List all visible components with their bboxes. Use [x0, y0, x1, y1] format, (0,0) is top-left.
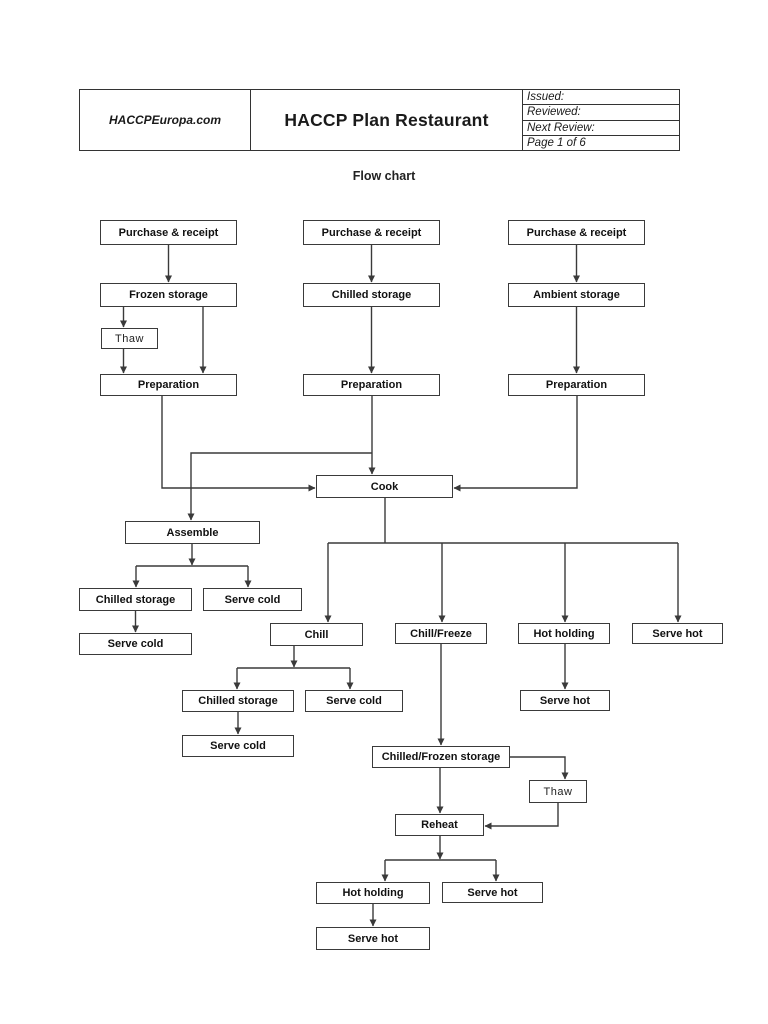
header-meta-page-number: Page 1 of 6 — [527, 136, 586, 149]
flow-node-thaw-2: Thaw — [529, 780, 587, 803]
flow-node-preparation-2: Preparation — [303, 374, 440, 396]
flow-edge-thaw-2-to-reheat — [484, 803, 559, 830]
flow-node-reheat: Reheat — [395, 814, 484, 836]
header-meta-issued: Issued: — [523, 90, 679, 106]
flow-node-serve-hot-2: Serve hot — [520, 690, 610, 711]
header-meta-column: Issued: Reviewed: Next Review: Page 1 of… — [523, 90, 679, 150]
flow-node-purchase-receipt-2: Purchase & receipt — [303, 220, 440, 245]
flow-node-chilled-storage-2: Chilled storage — [79, 588, 192, 611]
flow-node-serve-hot-3: Serve hot — [442, 882, 543, 903]
header-site-name: HACCPEuropa.com — [80, 90, 251, 150]
flow-node-preparation-3: Preparation — [508, 374, 645, 396]
flow-chart-title: Flow chart — [352, 169, 416, 183]
flow-node-serve-cold-4: Serve cold — [182, 735, 294, 757]
header-meta-reviewed: Reviewed: — [523, 105, 679, 121]
flow-node-assemble: Assemble — [125, 521, 260, 544]
flow-node-serve-hot-1: Serve hot — [632, 623, 723, 644]
flow-edge-preparation-3-to-cook — [453, 396, 578, 492]
flow-node-purchase-receipt-3: Purchase & receipt — [508, 220, 645, 245]
flow-node-cook: Cook — [316, 475, 453, 498]
flow-node-serve-cold-1: Serve cold — [203, 588, 302, 611]
flow-node-serve-cold-3: Serve cold — [305, 690, 403, 712]
flow-node-serve-hot-4: Serve hot — [316, 927, 430, 950]
flow-edge-chilled-frozen-storage-to-thaw-2 — [510, 756, 569, 780]
flow-node-purchase-receipt-1: Purchase & receipt — [100, 220, 237, 245]
flow-node-hot-holding-2: Hot holding — [316, 882, 430, 904]
flow-node-chilled-storage-3: Chilled storage — [182, 690, 294, 712]
header-table: HACCPEuropa.com HACCP Plan Restaurant Is… — [79, 89, 680, 151]
header-meta-next-review: Next Review: — [523, 121, 679, 136]
flow-node-chilled-storage-1: Chilled storage — [303, 283, 440, 307]
flow-edge-preparation-1-to-cook — [161, 396, 316, 492]
flow-node-serve-cold-2: Serve cold — [79, 633, 192, 655]
flow-node-chill: Chill — [270, 623, 363, 646]
flow-node-chilled-frozen-storage: Chilled/Frozen storage — [372, 746, 510, 768]
flow-node-hot-holding-1: Hot holding — [518, 623, 610, 644]
page-title: HACCP Plan Restaurant — [251, 90, 523, 150]
flow-node-preparation-1: Preparation — [100, 374, 237, 396]
flow-node-thaw-1: Thaw — [101, 328, 158, 349]
flow-edge-preparation-2-to-assemble — [187, 452, 372, 521]
flow-node-frozen-storage: Frozen storage — [100, 283, 237, 307]
flow-node-ambient-storage: Ambient storage — [508, 283, 645, 307]
flow-node-chill-freeze: Chill/Freeze — [395, 623, 487, 644]
